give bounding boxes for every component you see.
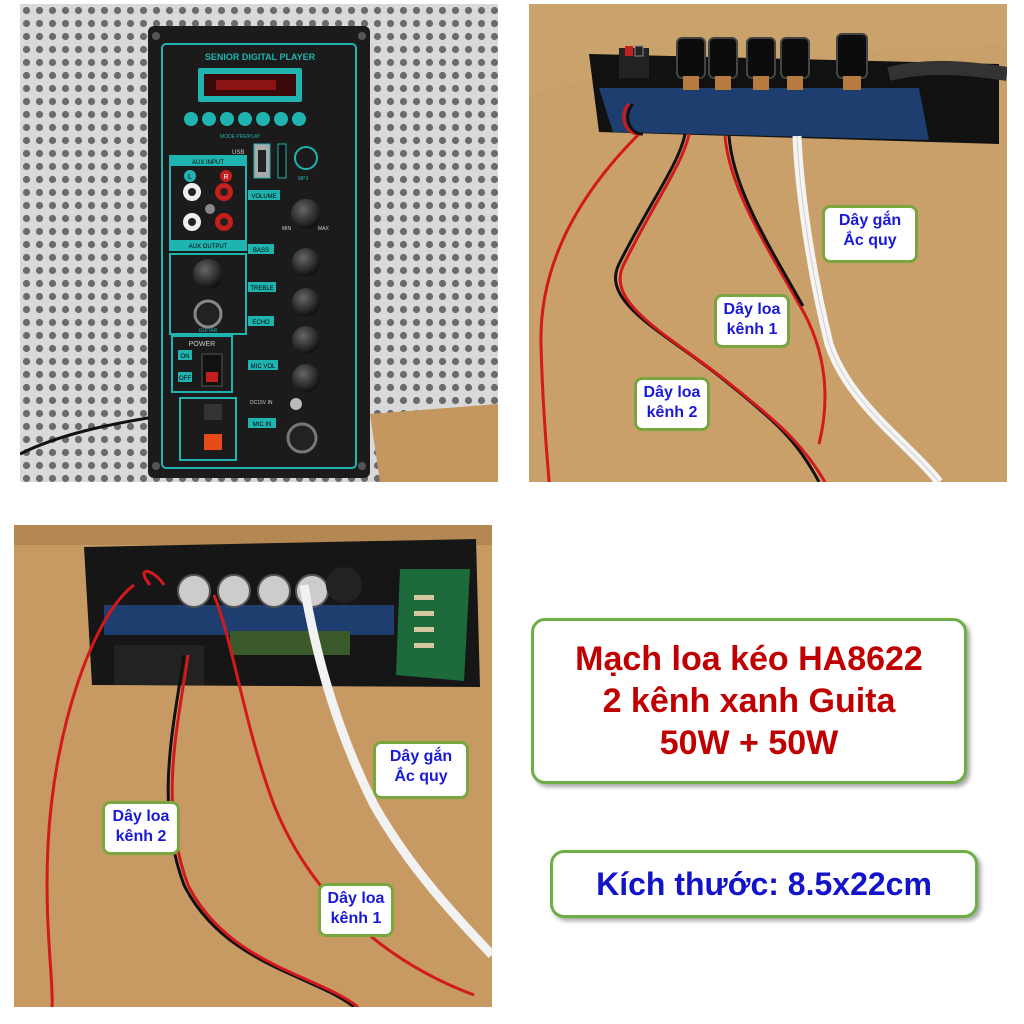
mic-in-label: MIC IN [253, 422, 272, 428]
product-size-text: Kích thước: 8.5x22cm [596, 865, 932, 902]
board-top-photo [529, 4, 1007, 482]
brand-text: SENIOR DIGITAL PLAYER [205, 52, 316, 62]
r-label: R [223, 174, 228, 181]
treble-label: TREBLE [250, 286, 273, 292]
callout-top-channel-2: Dây loa kênh 2 [634, 377, 710, 431]
volume-label: VOLUME [251, 194, 276, 200]
echo-label: ECHO [252, 320, 270, 326]
min-label: MIN [282, 226, 292, 232]
panel-front-photo: SENIOR DIGITAL PLAYER MODE PRE/PLAY USB … [20, 4, 498, 482]
aux-input-label: AUX INPUT [192, 160, 224, 166]
callout-bottom-channel-1: Dây loa kênh 1 [318, 883, 394, 937]
product-title-line-2: 2 kênh xanh Guita [602, 682, 896, 720]
callout-top-channel-1: Dây loa kênh 1 [714, 294, 790, 348]
product-size-box: Kích thước: 8.5x22cm [550, 850, 978, 918]
off-label: OFF [179, 376, 191, 382]
mode-label: MODE PRE/PLAY [220, 134, 261, 140]
on-label: ON [181, 354, 190, 360]
mic-vol-label: MIC VOL [251, 364, 276, 370]
l-label: L [188, 174, 192, 181]
guitar-label: GUITAR [199, 328, 218, 334]
power-label: POWER [189, 341, 215, 348]
bass-label: BASS [253, 248, 269, 254]
product-title-line-3: 50W + 50W [659, 724, 839, 762]
callout-bottom-channel-2: Dây loa kênh 2 [102, 801, 180, 855]
callout-bottom-battery: Dây gắn Ắc quy [373, 741, 469, 799]
max-label: MAX [318, 226, 330, 232]
product-title-line-1: Mạch loa kéo HA8622 [575, 640, 923, 678]
callout-top-battery: Dây gắn Ắc quy [822, 205, 918, 263]
aux-output-label: AUX OUTPUT [189, 244, 228, 250]
usb-label: USB [232, 150, 244, 156]
dc-in-label: DC15V IN [250, 400, 273, 406]
mp3-label: MP3 [298, 176, 309, 182]
product-title-box: Mạch loa kéo HA8622 2 kênh xanh Guita 50… [531, 618, 967, 784]
